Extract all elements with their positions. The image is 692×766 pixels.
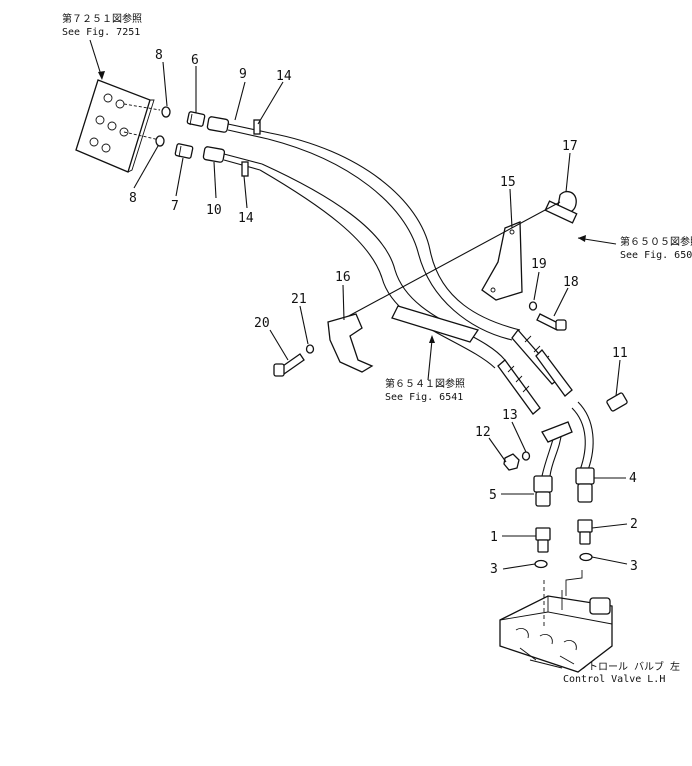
callout-leaders xyxy=(133,61,628,570)
callout-15: 15 xyxy=(500,175,516,190)
o-ring-left xyxy=(534,559,548,569)
callout-14-lower: 14 xyxy=(238,211,254,226)
callout-16: 16 xyxy=(335,270,351,285)
hose-armor-right xyxy=(511,328,573,397)
tube-right xyxy=(571,401,595,503)
washer-right xyxy=(528,301,538,311)
callout-18: 18 xyxy=(563,275,579,290)
reference-fig-6541-en: See Fig. 6541 xyxy=(385,392,463,403)
callout-10: 10 xyxy=(206,203,222,218)
bolt-right xyxy=(536,313,567,331)
bracket-lower xyxy=(327,313,374,373)
reference-fig-7251-en: See Fig. 7251 xyxy=(62,27,140,38)
elbow-lower xyxy=(174,143,194,159)
bolt-left xyxy=(273,353,305,377)
callout-14-upper: 14 xyxy=(276,69,292,84)
callout-labels: 8 8 6 7 9 14 10 14 17 15 18 19 16 21 20 … xyxy=(129,48,638,577)
reference-fig-7251-jp: 第７２５１図参照 xyxy=(62,12,142,25)
callout-6: 6 xyxy=(191,53,199,68)
reference-control-valve-jp: コントロール バルブ 左 xyxy=(568,660,680,673)
callout-17: 17 xyxy=(562,139,578,154)
callout-7: 7 xyxy=(171,199,179,214)
callout-2: 2 xyxy=(630,517,638,532)
tube-lower xyxy=(202,146,263,177)
adapter-right xyxy=(577,519,593,545)
tube-left xyxy=(533,427,563,507)
reference-fig-6505: 第６５０５図参照 See Fig. 6505 xyxy=(577,235,692,261)
clamp-rod xyxy=(344,201,561,319)
callout-11: 11 xyxy=(612,346,628,361)
reference-fig-6505-en: See Fig. 6505 xyxy=(620,250,692,261)
callout-5: 5 xyxy=(489,488,497,503)
reference-fig-6541-jp: 第６５４１図参照 xyxy=(385,377,465,390)
washer-small xyxy=(521,451,531,461)
o-ring-upper xyxy=(161,106,171,118)
reference-control-valve: コントロール バルブ 左 Control Valve L.H xyxy=(529,659,680,685)
callout-12: 12 xyxy=(475,425,491,440)
bracket-upper xyxy=(481,221,523,301)
hose-upper xyxy=(267,132,521,341)
reference-control-valve-leader xyxy=(529,659,563,669)
reference-fig-6505-arrowhead xyxy=(578,235,586,242)
manifold-block xyxy=(75,79,161,173)
callout-13: 13 xyxy=(502,408,518,423)
callout-19: 19 xyxy=(531,257,547,272)
washer-left xyxy=(305,344,315,354)
reference-fig-7251-arrowhead xyxy=(98,71,105,80)
callout-3-right: 3 xyxy=(630,559,638,574)
callout-3-left: 3 xyxy=(490,562,498,577)
reference-control-valve-en: Control Valve L.H xyxy=(563,674,665,685)
reference-fig-6505-jp: 第６５０５図参照 xyxy=(620,235,692,248)
o-ring-right xyxy=(579,552,593,562)
reference-fig-7251: 第７２５１図参照 See Fig. 7251 xyxy=(62,12,142,80)
callout-4: 4 xyxy=(629,471,637,486)
fitting-elbow-right xyxy=(606,392,628,412)
callout-8-lower: 8 xyxy=(129,191,137,206)
control-valve xyxy=(499,570,613,673)
clamp-top-right xyxy=(544,190,578,224)
reference-fig-6541-arrowhead xyxy=(429,335,435,343)
callout-1: 1 xyxy=(490,530,498,545)
adapter-left xyxy=(535,527,551,553)
tube-connector xyxy=(541,421,573,443)
reference-fig-6541: 第６５４１図参照 See Fig. 6541 xyxy=(385,335,465,403)
elbow-upper xyxy=(186,111,206,127)
callout-21: 21 xyxy=(291,292,307,307)
hose-armor-left xyxy=(497,359,541,415)
callout-8-upper: 8 xyxy=(155,48,163,63)
o-ring-lower xyxy=(155,135,165,147)
reference-fig-7251-leader xyxy=(89,39,103,79)
callout-9: 9 xyxy=(239,67,247,82)
reference-fig-6541-leader xyxy=(427,339,433,381)
cover-plate xyxy=(391,305,480,343)
callout-20: 20 xyxy=(254,316,270,331)
nut xyxy=(503,453,520,471)
tube-upper xyxy=(206,116,271,140)
